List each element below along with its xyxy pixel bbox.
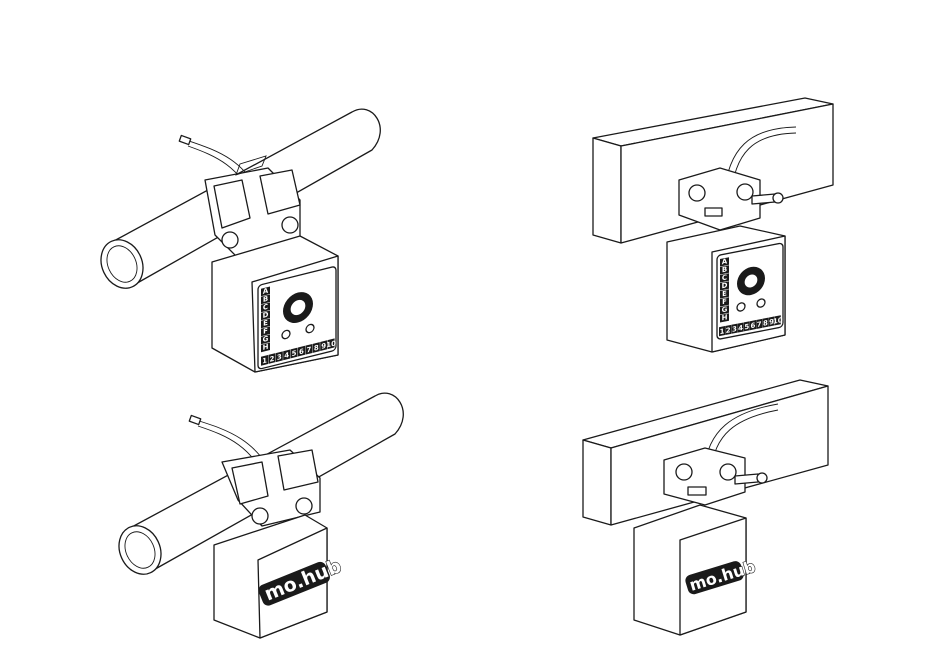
number-key-label: 2: [726, 325, 731, 335]
number-key-label: 8: [314, 343, 319, 353]
number-key-label: 4: [284, 350, 289, 360]
number-key-label: 10: [773, 315, 783, 326]
number-key-label: 1: [262, 356, 267, 366]
beam-mount-logo-view: mo.hub: [583, 380, 828, 635]
number-key-label: 4: [738, 323, 743, 333]
number-key-label: 3: [277, 352, 282, 362]
number-key-label: 5: [292, 348, 297, 358]
letter-key-label: H: [263, 342, 269, 352]
number-key-label: 6: [751, 320, 756, 330]
number-key-label: 7: [757, 319, 762, 329]
pipe-mount-logo-view: mo.hub: [111, 393, 403, 638]
number-key-label: 6: [299, 346, 304, 356]
number-key-label: 8: [763, 318, 768, 328]
number-key-label: 7: [306, 344, 311, 354]
number-key-label: 3: [732, 324, 737, 334]
letter-key-label: H: [722, 312, 728, 322]
number-key-label: 1: [720, 326, 725, 336]
number-key-label: 2: [269, 354, 274, 364]
number-key-label: 5: [744, 322, 749, 332]
